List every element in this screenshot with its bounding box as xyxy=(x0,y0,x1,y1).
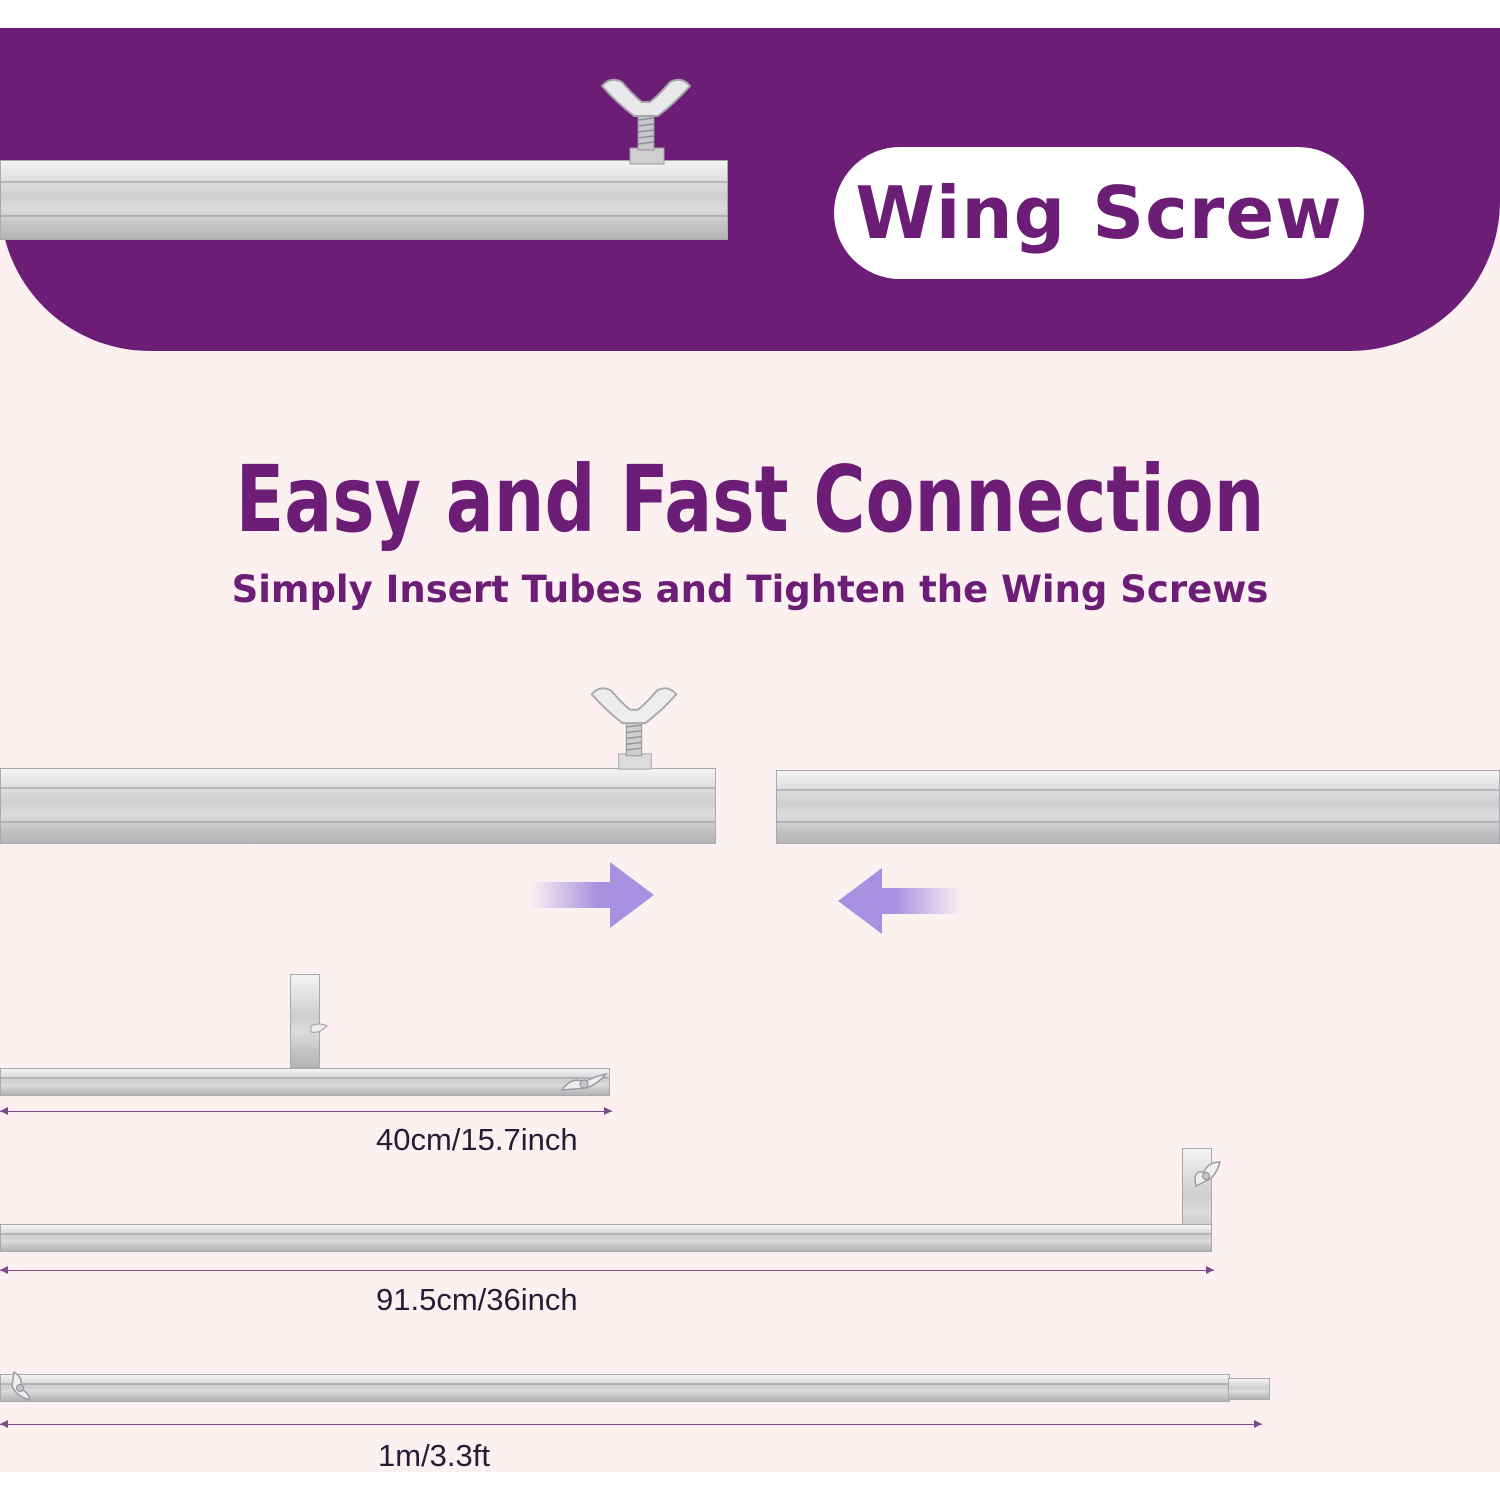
straight-tube-end xyxy=(1228,1378,1270,1400)
connector-tube-right xyxy=(776,770,1500,844)
dimension-label-1m: 1m/3.3ft xyxy=(378,1438,490,1472)
top-banner: Wing Screw xyxy=(0,28,1500,351)
wing-screw-badge-label: Wing Screw xyxy=(855,171,1343,255)
straight-tube xyxy=(0,1374,1230,1402)
wing-screw-icon xyxy=(11,1370,32,1402)
wing-screw-icon xyxy=(310,1023,328,1033)
product-canvas: Wing Screw Easy and Fast Connection Simp… xyxy=(0,28,1500,1472)
l-connector-bar xyxy=(0,1224,1212,1252)
dimension-label-91-5cm: 91.5cm/36inch xyxy=(376,1282,578,1317)
subheadline: Simply Insert Tubes and Tighten the Wing… xyxy=(231,568,1269,611)
t-connector-bar xyxy=(0,1068,610,1096)
arrow-right-icon xyxy=(530,862,654,928)
wing-screw-icon xyxy=(590,687,678,770)
wing-screw-badge: Wing Screw xyxy=(834,147,1364,279)
dimension-line-40cm xyxy=(0,1107,612,1115)
connector-tube-left xyxy=(0,768,716,844)
wing-screw-icon xyxy=(1194,1161,1221,1188)
dimension-label-40cm: 40cm/15.7inch xyxy=(376,1122,578,1157)
banner-tube xyxy=(0,160,728,240)
wing-screw-icon xyxy=(560,1072,608,1091)
t-connector-upright xyxy=(290,974,320,1068)
dimension-line-91-5cm xyxy=(0,1266,1214,1274)
arrow-left-icon xyxy=(838,868,962,934)
headline: Easy and Fast Connection xyxy=(235,446,1265,553)
wing-screw-icon xyxy=(600,78,692,165)
dimension-line-1m xyxy=(0,1420,1262,1428)
